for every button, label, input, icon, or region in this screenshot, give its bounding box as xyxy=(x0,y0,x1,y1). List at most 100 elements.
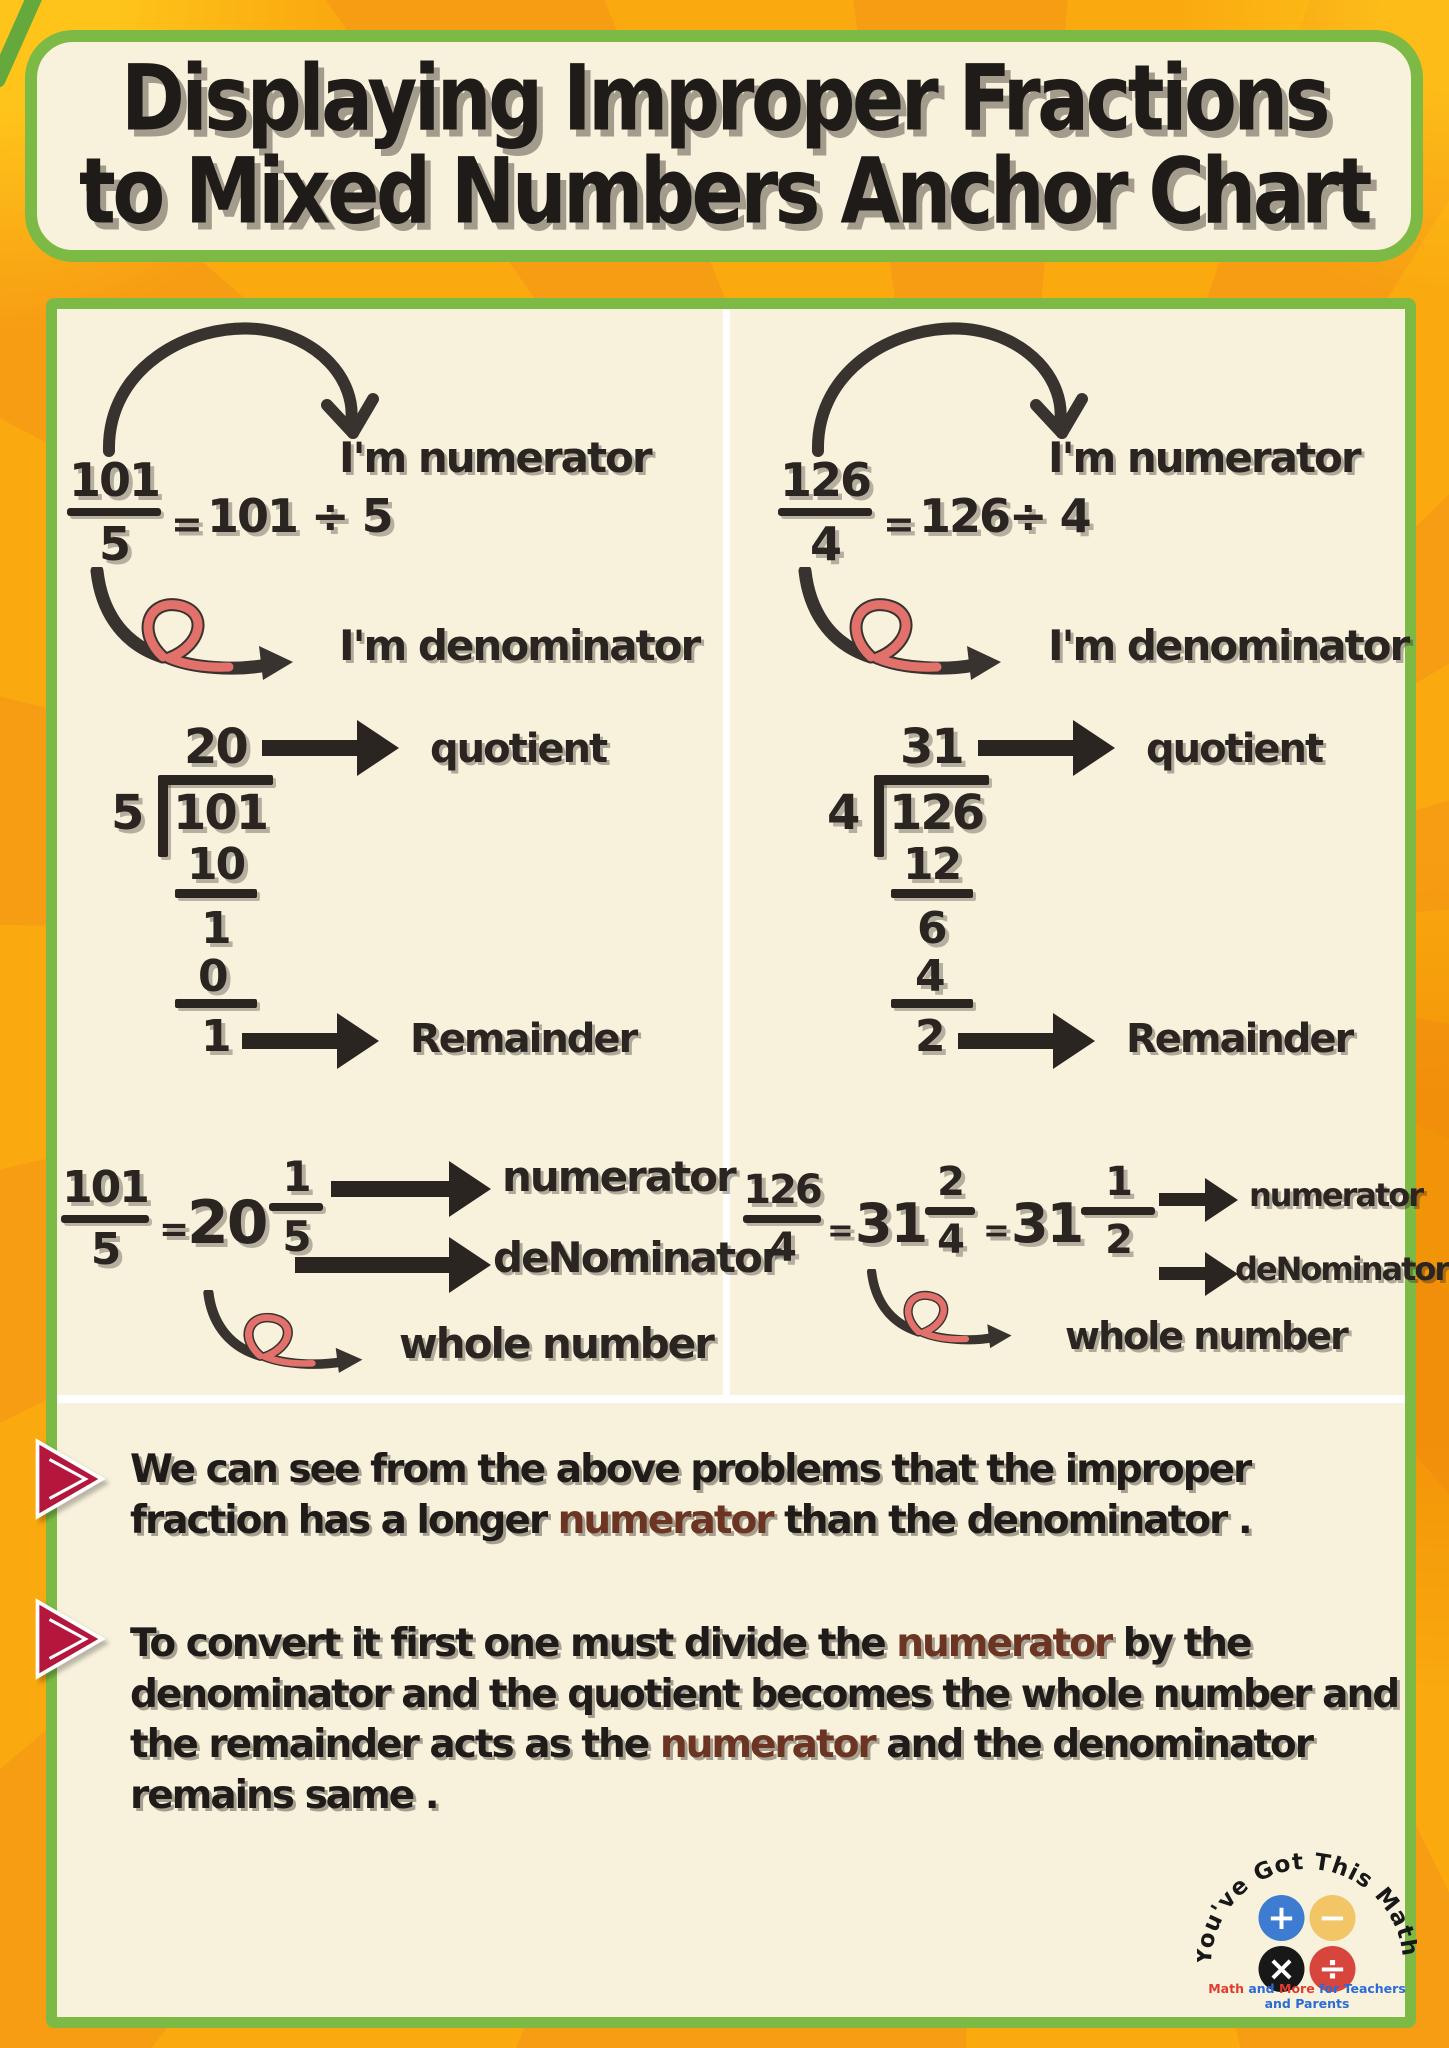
curved-arrow-to-numerator-icon xyxy=(102,322,379,457)
equals-sign: = xyxy=(983,1211,1010,1249)
denominator-arrow-icon xyxy=(295,1257,449,1273)
fraction-bar xyxy=(778,508,872,516)
division-step-1: 10 xyxy=(187,839,246,890)
division-bracket-top xyxy=(161,775,273,785)
improper-fraction: 126 4 xyxy=(778,457,872,567)
numerator-label: numerator xyxy=(1249,1176,1424,1214)
fraction-numerator: 126 xyxy=(743,1167,822,1213)
remainder-label: Remainder xyxy=(1126,1016,1354,1062)
logo: You've Got This Math + − × ÷ Math and Mo… xyxy=(1197,1829,1417,2011)
section-divider xyxy=(57,1395,1405,1403)
fraction-bar xyxy=(269,1203,323,1211)
note-text: To convert it first one must divide the xyxy=(130,1621,897,1666)
numerator-arrow-icon xyxy=(1159,1193,1205,1206)
equals-sign: = xyxy=(827,1211,854,1249)
division-step-3: 4 xyxy=(915,951,946,1002)
note-highlight: numerator xyxy=(896,1621,1113,1666)
mixed-improper-fraction: 101 5 xyxy=(61,1162,150,1275)
division-underline-2 xyxy=(891,999,973,1008)
division-expression: 126÷ 4 xyxy=(919,489,1092,543)
divide-icon: ÷ xyxy=(1309,1946,1356,1992)
note-text: than the denominator . xyxy=(772,1497,1253,1543)
division-bracket-top xyxy=(877,775,989,785)
note-text: and the denominator remains same . xyxy=(130,1722,1314,1819)
loop-arrow-to-whole-number-icon xyxy=(203,1290,363,1373)
im-denominator-label: I'm denominator xyxy=(1048,621,1410,670)
improper-fraction: 101 5 xyxy=(67,457,161,567)
fraction-numerator: 2 xyxy=(937,1159,965,1205)
loop-arrow-to-denominator-icon xyxy=(90,567,293,680)
denominator-arrow-icon xyxy=(1159,1267,1205,1280)
quotient-label: quotient xyxy=(430,726,608,772)
im-numerator-label: I'm numerator xyxy=(339,433,653,482)
divisor-value: 4 xyxy=(827,785,860,841)
quotient-arrow-icon xyxy=(262,740,357,756)
logo-arc-text: You've Got This Math xyxy=(1197,1849,1417,1967)
fraction-numerator: 1 xyxy=(1105,1159,1133,1205)
fraction-bar xyxy=(743,1215,821,1223)
minus-icon: − xyxy=(1309,1895,1356,1941)
quotient-value: 20 xyxy=(184,719,249,775)
whole-number-label: whole number xyxy=(399,1319,715,1368)
column-divider xyxy=(723,309,730,1397)
example-column-right: I'm numerator 126 4 = 126÷ 4 I'm denomin… xyxy=(733,309,1449,1395)
fraction-bar xyxy=(925,1207,975,1215)
simplified-fraction-part: 1 2 xyxy=(1081,1162,1155,1260)
division-underline-1 xyxy=(175,889,257,898)
division-step-2: 1 xyxy=(201,903,232,954)
whole-number-value: 20 xyxy=(187,1188,268,1258)
tagline-word: Teachers xyxy=(1343,1981,1406,1996)
quotient-arrow-icon xyxy=(978,740,1073,756)
denominator-label: deNominator xyxy=(1235,1250,1449,1288)
division-step-1: 12 xyxy=(903,839,962,890)
divisor-value: 5 xyxy=(111,785,144,841)
quotient-label: quotient xyxy=(1146,726,1324,772)
fraction-numerator: 101 xyxy=(62,1162,150,1213)
fraction-denominator: 5 xyxy=(98,517,131,571)
division-step-3: 0 xyxy=(198,951,229,1002)
fraction-numerator: 126 xyxy=(779,453,872,507)
fraction-numerator: 101 xyxy=(68,453,161,507)
note-paragraph-1: We can see from the above problems that … xyxy=(130,1445,1402,1546)
equals-sign: = xyxy=(883,502,915,546)
note-text: by the denominator and the quotient beco… xyxy=(130,1621,1400,1768)
mixed-fraction-part: 2 4 xyxy=(925,1162,975,1260)
tagline-word: Math xyxy=(1208,1981,1244,1996)
remainder-arrow-icon xyxy=(242,1033,337,1049)
chevron-bullet-icon xyxy=(35,1598,106,1680)
tagline-word: More xyxy=(1279,1981,1315,1996)
logo-operator-icons: + − × ÷ xyxy=(1258,1895,1356,1992)
fraction-denominator: 2 xyxy=(1105,1217,1133,1263)
fraction-bar xyxy=(1081,1207,1155,1215)
tagline-word: for xyxy=(1319,1981,1340,1996)
remainder-value: 2 xyxy=(915,1011,946,1062)
division-step-2: 6 xyxy=(917,903,948,954)
remainder-arrow-icon xyxy=(958,1033,1053,1049)
division-underline-1 xyxy=(891,889,973,898)
fraction-denominator: 5 xyxy=(90,1224,122,1275)
fraction-denominator: 4 xyxy=(769,1225,797,1271)
remainder-label: Remainder xyxy=(410,1016,638,1062)
quotient-value: 31 xyxy=(900,719,965,775)
main-panel: I'm numerator 101 5 = 101 ÷ 5 I'm denomi… xyxy=(35,298,1449,2028)
mixed-improper-fraction: 126 4 xyxy=(743,1167,823,1271)
title-banner: Displaying Improper Fractions to Mixed N… xyxy=(25,30,1423,262)
tagline-word: Parents xyxy=(1295,1996,1350,2011)
fraction-bar xyxy=(67,508,161,516)
note-paragraph-2: To convert it first one must divide the … xyxy=(130,1619,1402,1822)
mixed-fraction-part: 1 5 xyxy=(269,1156,323,1258)
division-bracket-side xyxy=(874,775,884,857)
note-text: We can see from the above problems that … xyxy=(130,1447,1252,1543)
poster-title: Displaying Improper Fractions to Mixed N… xyxy=(79,52,1372,240)
division-bracket-side xyxy=(158,775,168,857)
equals-sign: = xyxy=(159,1209,189,1250)
numerator-label: numerator xyxy=(502,1152,737,1201)
remainder-value: 1 xyxy=(201,1011,232,1062)
whole-number-value: 31 xyxy=(1011,1192,1084,1255)
whole-number-label: whole number xyxy=(1065,1314,1349,1358)
loop-arrow-to-whole-number-icon xyxy=(866,1269,1012,1349)
multiply-icon: × xyxy=(1258,1946,1305,1992)
curved-arrow-to-numerator-icon xyxy=(811,322,1088,457)
denominator-label: deNominator xyxy=(493,1233,782,1282)
